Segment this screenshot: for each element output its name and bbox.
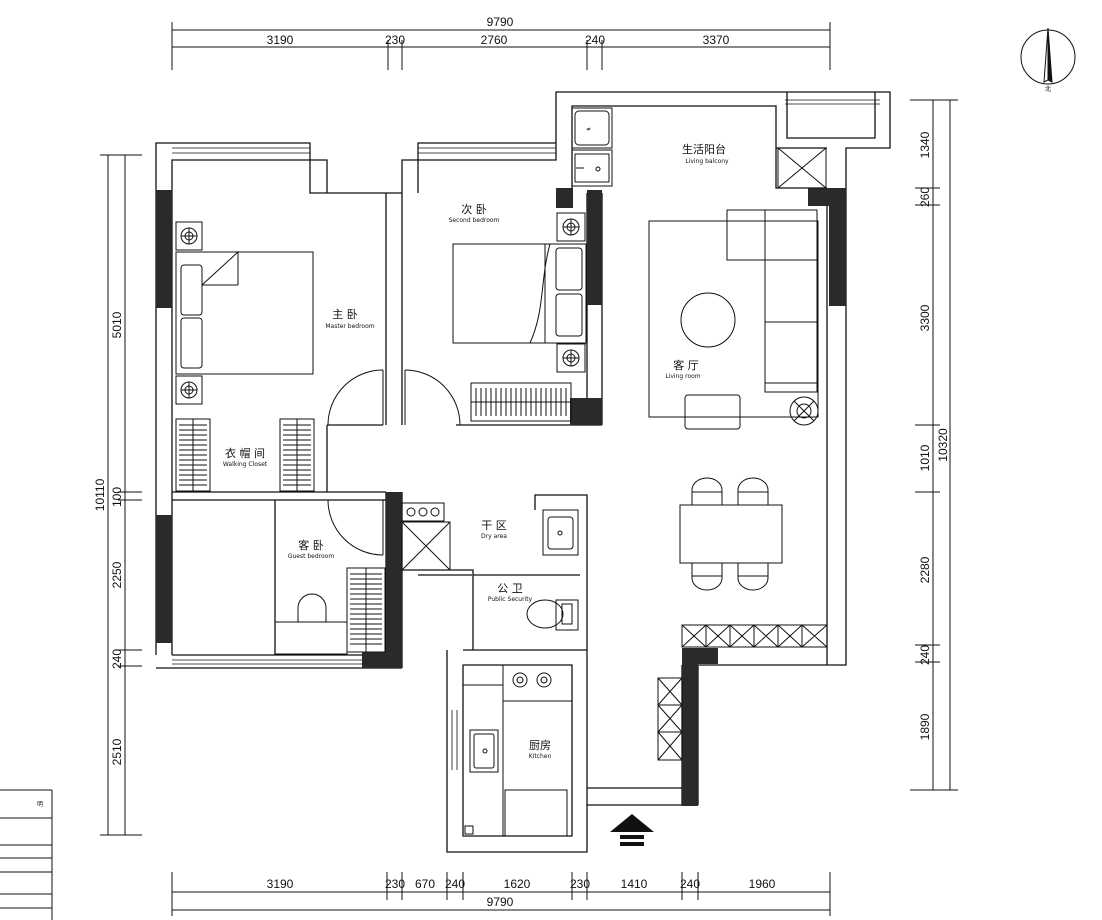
kitchen-label-cn: 厨房 <box>529 739 551 752</box>
compass-icon <box>1020 27 1076 85</box>
living-room-rug <box>648 220 819 418</box>
sofa <box>726 209 818 393</box>
right-dimension-3: 3300 <box>918 304 932 331</box>
left-dimension-5: 2510 <box>110 738 124 765</box>
kitchen-stove <box>502 664 573 702</box>
wardrobe-closet-right <box>279 418 315 492</box>
bottom-dimension-2: 230 <box>385 877 405 891</box>
walls <box>155 91 891 853</box>
living-room-label-en: Living room <box>665 373 700 380</box>
compass-label: 北 <box>1045 85 1051 93</box>
master-bedroom-label-cn: 主 卧 <box>332 308 358 321</box>
master-nightstand-top <box>175 221 203 251</box>
top-dimension-chain <box>171 22 831 70</box>
floor-lamp <box>789 396 819 426</box>
public-bathroom-label-en: Public Security <box>488 596 533 603</box>
left-dimension-chain <box>100 154 142 836</box>
guest-bedroom-label-en: Guest bedroom <box>288 553 335 560</box>
dining-table <box>679 477 783 591</box>
bottom-dimension-1: 3190 <box>267 877 294 891</box>
right-dimension-5: 2280 <box>918 556 932 583</box>
dry-area-label-cn: 干 区 <box>481 519 507 532</box>
bottom-total-dimension: 9790 <box>487 895 514 909</box>
doors <box>327 369 461 556</box>
second-nightstand-top <box>556 212 586 242</box>
second-bedroom-label-en: Second bedroom <box>449 217 500 224</box>
public-bathroom-label-cn: 公 卫 <box>497 582 523 595</box>
right-dimension-4: 1010 <box>918 444 932 471</box>
right-dimension-6: 240 <box>918 645 932 665</box>
left-dimension-3: 2250 <box>110 561 124 588</box>
top-dimension-3: 2760 <box>481 33 508 47</box>
dry-area-cabinet <box>401 521 451 571</box>
kitchen-label-en: Kitchen <box>529 753 552 760</box>
top-dimension-4: 240 <box>585 33 605 47</box>
right-dimension-2: 260 <box>918 187 932 207</box>
bottom-dimension-chain <box>171 872 831 916</box>
dry-area-sink <box>542 509 579 556</box>
second-bedroom-label-cn: 次 卧 <box>461 202 487 216</box>
left-dimension-4: 240 <box>110 649 124 669</box>
coffee-table <box>680 292 736 348</box>
living-balcony-label-en: Living balcony <box>685 158 729 165</box>
wardrobe-closet-left <box>175 418 211 492</box>
dry-area-label-en: Dry area <box>481 533 507 540</box>
bottom-dimension-9: 1960 <box>749 877 776 891</box>
top-dimension-2: 230 <box>385 33 405 47</box>
left-dimension-1: 5010 <box>110 311 124 338</box>
shoe-cabinet <box>657 677 683 761</box>
master-bed <box>175 250 314 375</box>
legend-header: 明 <box>37 801 43 808</box>
kitchen-sink <box>469 729 499 773</box>
entry-cabinet-row <box>681 624 828 648</box>
ottoman <box>684 394 741 430</box>
living-balcony-label-cn: 生活阳台 <box>682 142 726 156</box>
legend-table <box>0 789 53 920</box>
balcony-sink <box>571 149 613 187</box>
top-dimension-5: 3370 <box>703 33 730 47</box>
right-dimension-chain <box>910 99 958 791</box>
living-room-label-cn: 客 厅 <box>673 358 699 372</box>
washing-machine: ≠ <box>571 107 613 149</box>
top-total-dimension: 9790 <box>487 15 514 29</box>
right-dimension-1: 1340 <box>918 131 932 158</box>
right-total-dimension: 10320 <box>936 428 950 462</box>
wardrobe-second-bedroom <box>470 382 572 422</box>
windows <box>172 99 880 770</box>
bottom-dimension-6: 230 <box>570 877 590 891</box>
bottom-dimension-3: 670 <box>415 877 435 891</box>
walking-closet-label-en: Walking Closet <box>223 461 268 468</box>
left-dimension-labels: 10110 5010 100 2250 240 2510 <box>93 311 124 765</box>
top-dimension-1: 3190 <box>267 33 294 47</box>
entrance-arrow-icon <box>610 814 654 846</box>
right-dimension-7: 1890 <box>918 713 932 740</box>
right-dimension-labels: 10320 1340 260 3300 1010 2280 240 1890 <box>918 131 950 740</box>
second-bed <box>452 243 587 344</box>
guest-bedroom-label-cn: 客 卧 <box>298 538 324 552</box>
kitchen-counter <box>462 664 568 837</box>
left-dimension-2: 100 <box>110 487 124 507</box>
master-nightstand-bottom <box>175 375 203 405</box>
bottom-dimension-7: 1410 <box>621 877 648 891</box>
walking-closet-label-cn: 衣 帽 间 <box>225 446 265 460</box>
svg-text:≠: ≠ <box>586 126 591 133</box>
toilet <box>526 599 579 631</box>
wardrobe-guest <box>346 567 386 653</box>
bottom-dimension-8: 240 <box>680 877 700 891</box>
balcony-cabinet <box>777 147 827 189</box>
guest-desk <box>274 593 348 655</box>
bottom-dimension-4: 240 <box>445 877 465 891</box>
washer-dryer-row <box>401 502 445 522</box>
master-bedroom-label-en: Master bedroom <box>325 323 374 330</box>
structural-columns <box>156 188 846 806</box>
bottom-dimension-5: 1620 <box>504 877 531 891</box>
left-total-dimension: 10110 <box>93 478 107 511</box>
second-nightstand-bottom <box>556 343 586 373</box>
